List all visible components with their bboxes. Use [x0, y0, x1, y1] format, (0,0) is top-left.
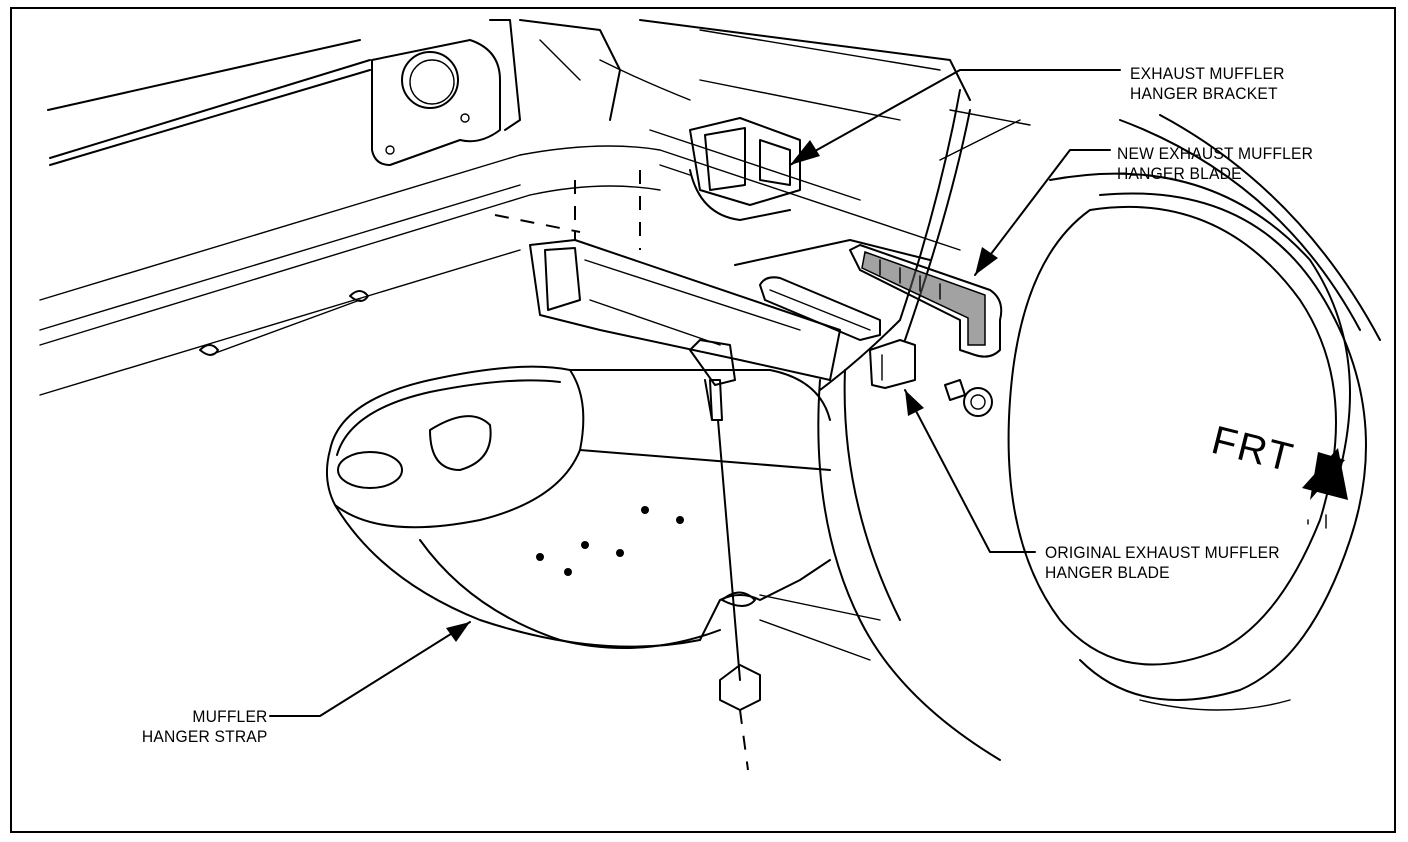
- bracket-label-line1: EXHAUST MUFFLER: [1130, 64, 1285, 83]
- exhaust-muffler-hanger-bracket: [649, 117, 861, 221]
- original-hanger-blade: [869, 339, 916, 389]
- muffler-hanger-strap: [689, 339, 881, 771]
- bracket-label: EXHAUST MUFFLER HANGER BRACKET: [1130, 64, 1285, 104]
- rivet: [616, 549, 624, 557]
- arrowhead-icon: [446, 622, 470, 642]
- strap-label: MUFFLER HANGER STRAP: [142, 707, 268, 747]
- frame-crossmember: [494, 170, 931, 381]
- strap-label-line1: MUFFLER: [192, 707, 268, 726]
- bolt: [944, 379, 993, 417]
- rivet: [676, 516, 684, 524]
- muffler: [325, 365, 831, 649]
- new-blade-label-line1: NEW EXHAUST MUFFLER: [1117, 144, 1314, 163]
- tire: [1007, 192, 1367, 711]
- bracket-label-line2: HANGER BRACKET: [1130, 84, 1278, 103]
- arrowheads: [446, 140, 998, 642]
- arrowhead-icon: [790, 140, 820, 165]
- strap-label-line2: HANGER STRAP: [142, 727, 268, 746]
- rivet: [581, 541, 589, 549]
- arrowhead-icon: [975, 247, 998, 275]
- diagram-frame: [10, 7, 1396, 833]
- original-blade-label-line1: ORIGINAL EXHAUST MUFFLER: [1045, 543, 1280, 562]
- rivet: [641, 506, 649, 514]
- arrowhead-icon: [905, 390, 924, 416]
- rivet: [536, 553, 544, 561]
- upper-bracket: [371, 19, 971, 166]
- wheel-well: [817, 89, 1381, 761]
- original-blade-label: ORIGINAL EXHAUST MUFFLER HANGER BLADE: [1045, 543, 1280, 583]
- direction-arrow-icon: [1302, 448, 1348, 529]
- rivet: [564, 568, 572, 576]
- original-blade-label-line2: HANGER BLADE: [1045, 563, 1170, 582]
- new-blade-label-line2: HANGER BLADE: [1117, 164, 1242, 183]
- new-blade-label: NEW EXHAUST MUFFLER HANGER BLADE: [1117, 144, 1313, 184]
- body-panel: [39, 39, 961, 396]
- leader-lines: [269, 69, 1121, 717]
- new-hanger-blade: [849, 244, 1003, 358]
